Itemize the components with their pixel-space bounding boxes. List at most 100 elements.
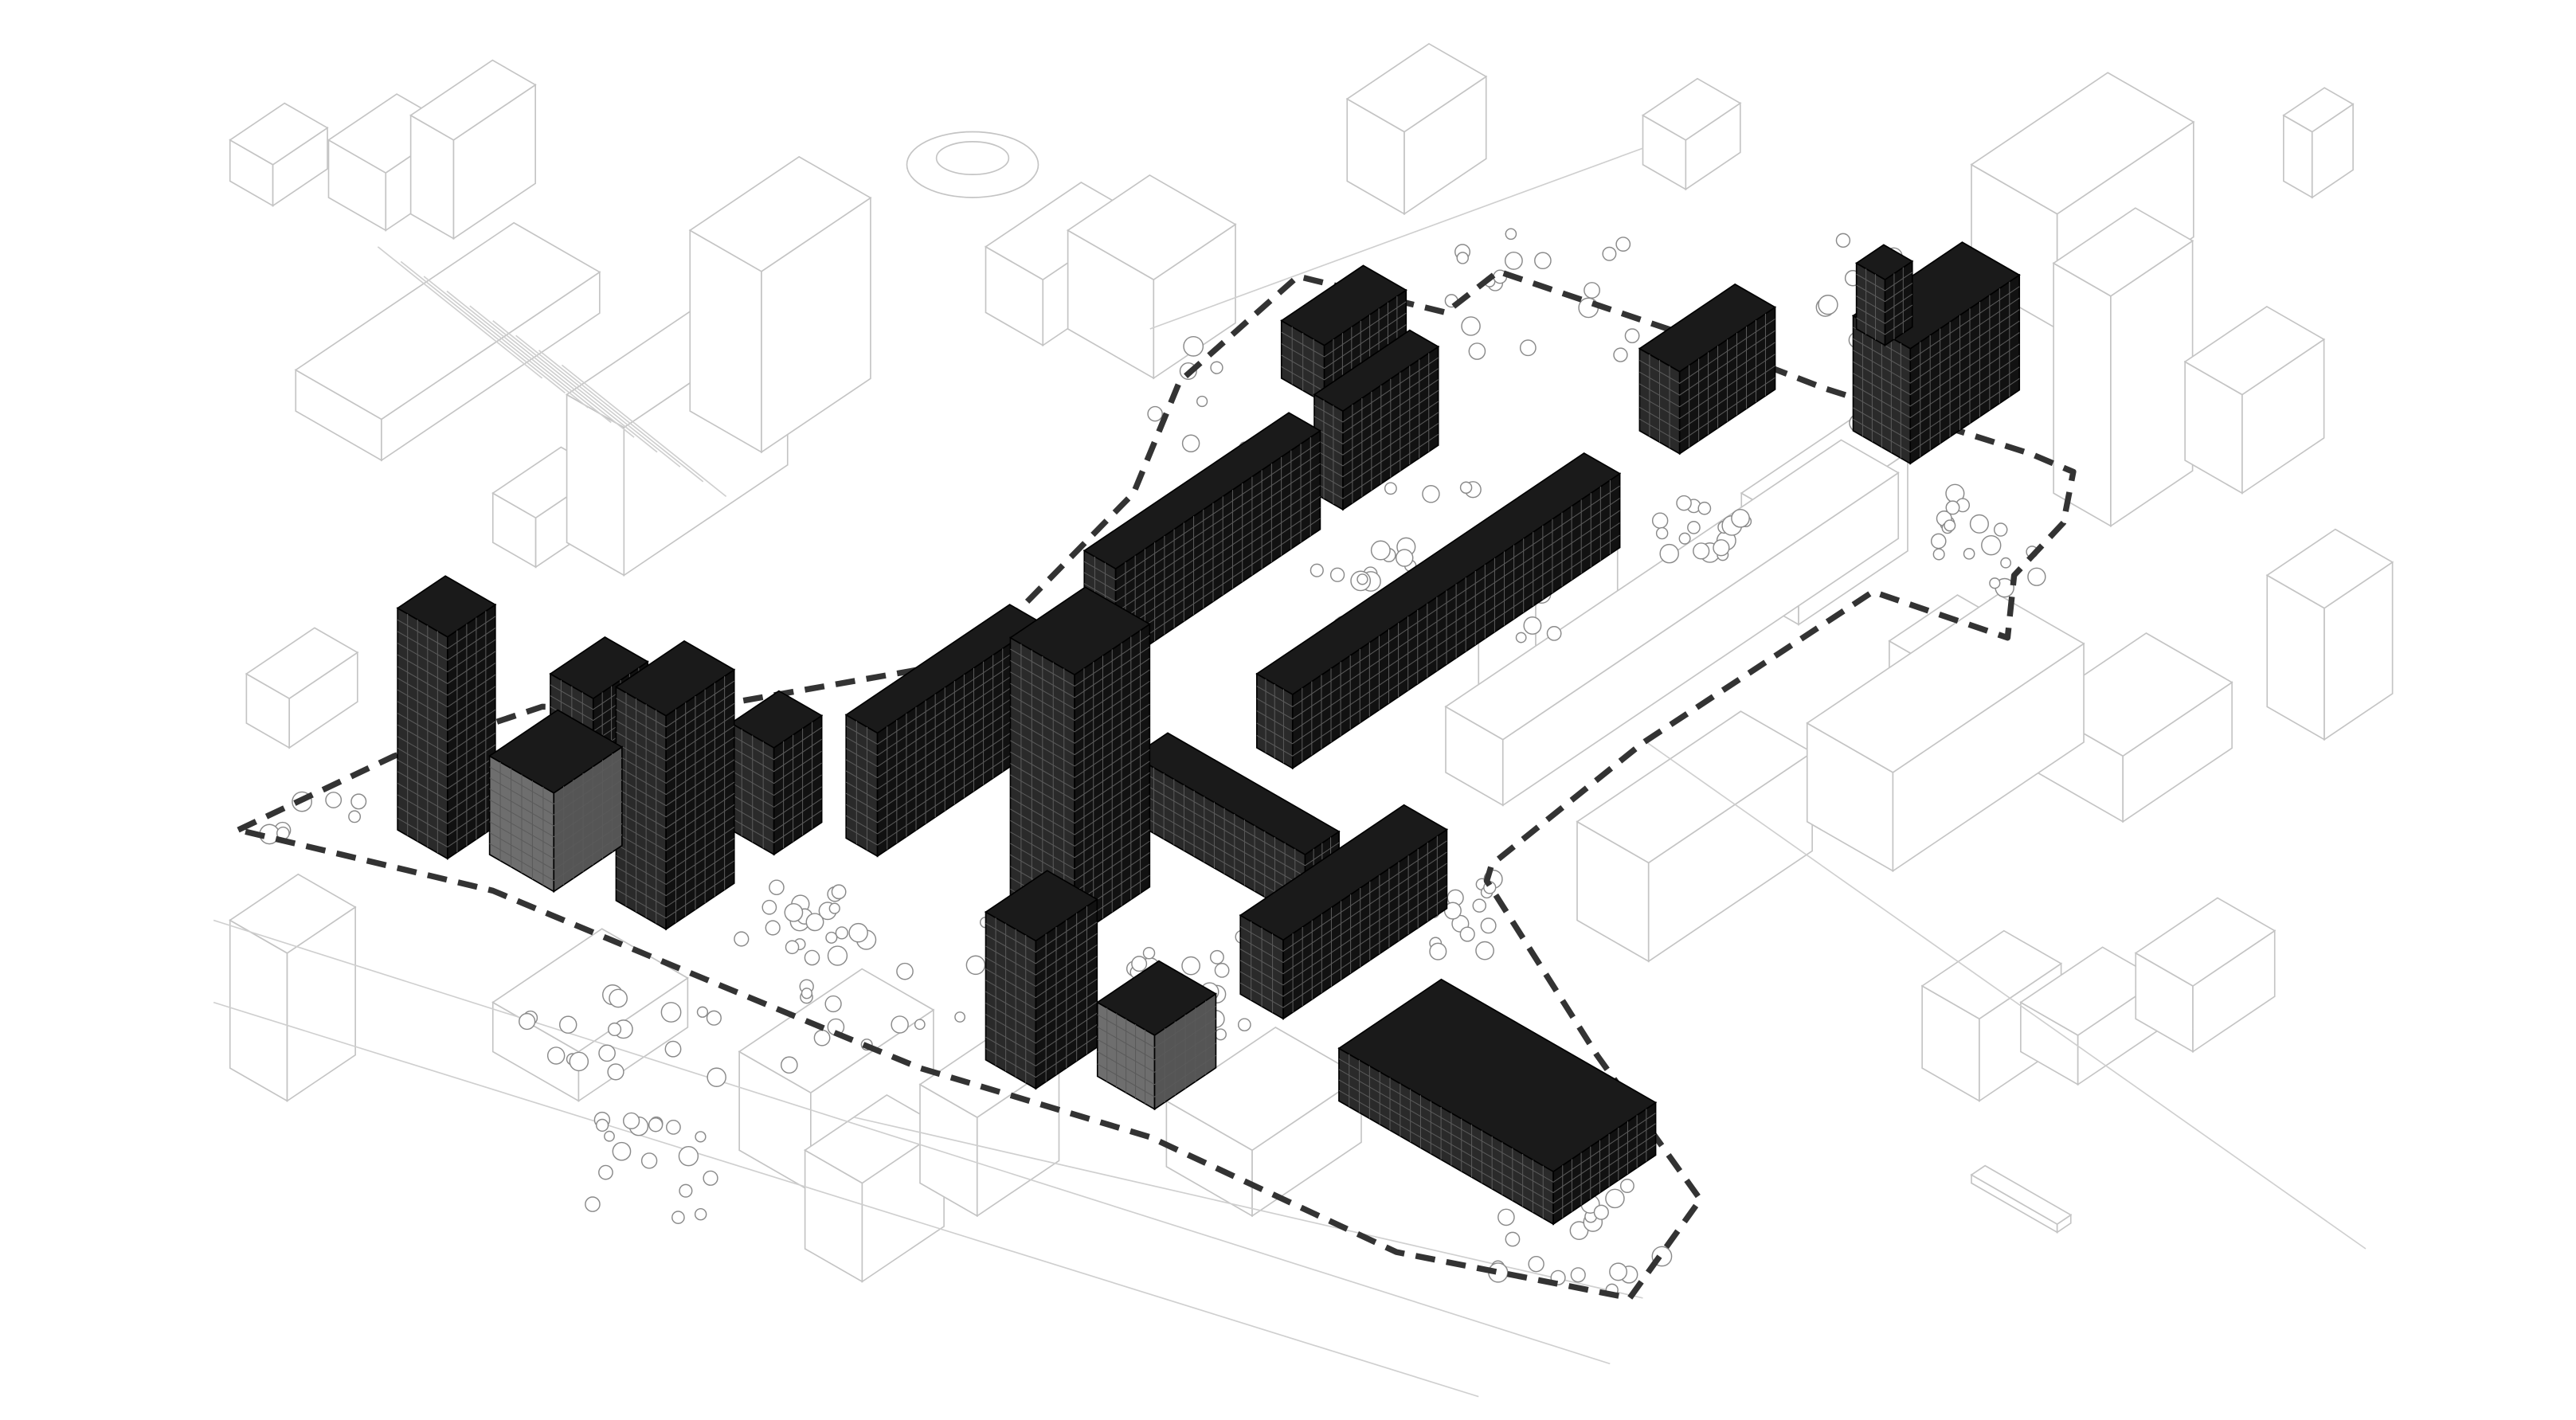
roof	[245, 627, 359, 700]
context-building	[1576, 710, 1814, 963]
context-building	[1345, 42, 1488, 216]
tree	[325, 792, 343, 808]
roof	[1239, 804, 1449, 941]
tree	[678, 1145, 699, 1167]
roof	[549, 636, 649, 700]
tree	[1930, 533, 1947, 550]
roof	[396, 575, 497, 638]
facade-grid	[1097, 1000, 1216, 1104]
tree	[1237, 1018, 1251, 1032]
facade-grid	[397, 611, 496, 853]
tree	[801, 988, 813, 999]
context-buildings	[213, 42, 2394, 1398]
tree	[1181, 434, 1200, 452]
roof	[2035, 632, 2233, 757]
tree	[1945, 500, 1960, 515]
tree	[1131, 956, 1148, 972]
proposed-building	[488, 709, 624, 893]
proposed-building	[1096, 960, 1218, 1111]
street-line	[1149, 147, 1643, 330]
left-facade	[985, 910, 1037, 1090]
tree	[1475, 941, 1494, 960]
tree	[604, 1130, 615, 1142]
tree	[664, 1040, 682, 1058]
tree	[1570, 1267, 1586, 1283]
tree	[612, 1141, 632, 1161]
proposed-building	[1337, 978, 1658, 1226]
context-building	[245, 627, 359, 749]
proposed-building	[1855, 244, 1914, 347]
proposed-building	[1638, 283, 1777, 456]
tree	[519, 1012, 536, 1031]
proposed-building	[614, 640, 736, 931]
facade-grid	[1239, 835, 1447, 1013]
roof	[1255, 452, 1622, 695]
tree	[965, 955, 986, 976]
roof	[2265, 528, 2394, 609]
proposed-building	[844, 604, 1043, 858]
proposed-buildings	[396, 241, 2021, 1226]
roof	[1132, 732, 1341, 855]
tree	[1214, 1028, 1227, 1041]
tree	[585, 1196, 601, 1212]
tree	[1602, 246, 1617, 261]
tree	[1395, 549, 1414, 567]
tree	[660, 1002, 682, 1023]
street-line	[213, 919, 1611, 1365]
tree	[825, 931, 838, 944]
tree	[1624, 328, 1640, 344]
context-building	[2282, 87, 2355, 199]
context-building	[409, 59, 537, 241]
tree	[1505, 1231, 1521, 1247]
tree	[835, 926, 848, 940]
tree	[694, 1207, 707, 1221]
facade-grid	[489, 753, 623, 886]
facade-grid	[985, 906, 1098, 1083]
facade-grid	[1338, 1054, 1656, 1219]
tree	[1480, 917, 1497, 934]
tree	[1605, 1188, 1625, 1209]
facade-grid	[1313, 353, 1439, 505]
tree	[1584, 282, 1600, 299]
street-line	[213, 1001, 1479, 1398]
right-facade	[446, 603, 496, 860]
proposed-building	[1313, 329, 1440, 511]
tree	[1969, 514, 1989, 534]
facade-grid	[730, 722, 822, 849]
proposed-building	[984, 870, 1098, 1090]
tree	[1963, 548, 1975, 560]
left-facade	[845, 714, 879, 858]
tree	[1459, 481, 1473, 494]
context-building	[688, 155, 872, 454]
tree	[1619, 1179, 1634, 1193]
tree	[896, 962, 914, 980]
tree	[671, 1211, 685, 1224]
roof	[1067, 174, 1237, 281]
tree	[1528, 1255, 1544, 1273]
tree	[1932, 548, 1945, 561]
tree	[1687, 521, 1701, 534]
tree	[1713, 539, 1730, 557]
tree	[1497, 1208, 1515, 1226]
tree	[1210, 361, 1223, 374]
roof	[1345, 42, 1488, 133]
tree	[706, 1010, 722, 1026]
tree	[1384, 482, 1397, 495]
tree	[780, 1056, 798, 1074]
roof	[294, 221, 601, 421]
tree	[769, 879, 785, 896]
tree	[785, 940, 800, 955]
context-building	[2052, 207, 2194, 528]
roof	[2134, 897, 2277, 987]
context-line	[492, 320, 658, 453]
tree	[1534, 252, 1552, 270]
roof	[1641, 77, 1742, 141]
tree	[1519, 339, 1537, 357]
tree	[914, 1019, 926, 1031]
tree	[824, 995, 842, 1013]
context-building	[1067, 174, 1237, 380]
tree	[1504, 251, 1523, 270]
left-facade	[2053, 262, 2112, 527]
street-line	[1642, 738, 2367, 1250]
tree	[546, 1046, 566, 1065]
